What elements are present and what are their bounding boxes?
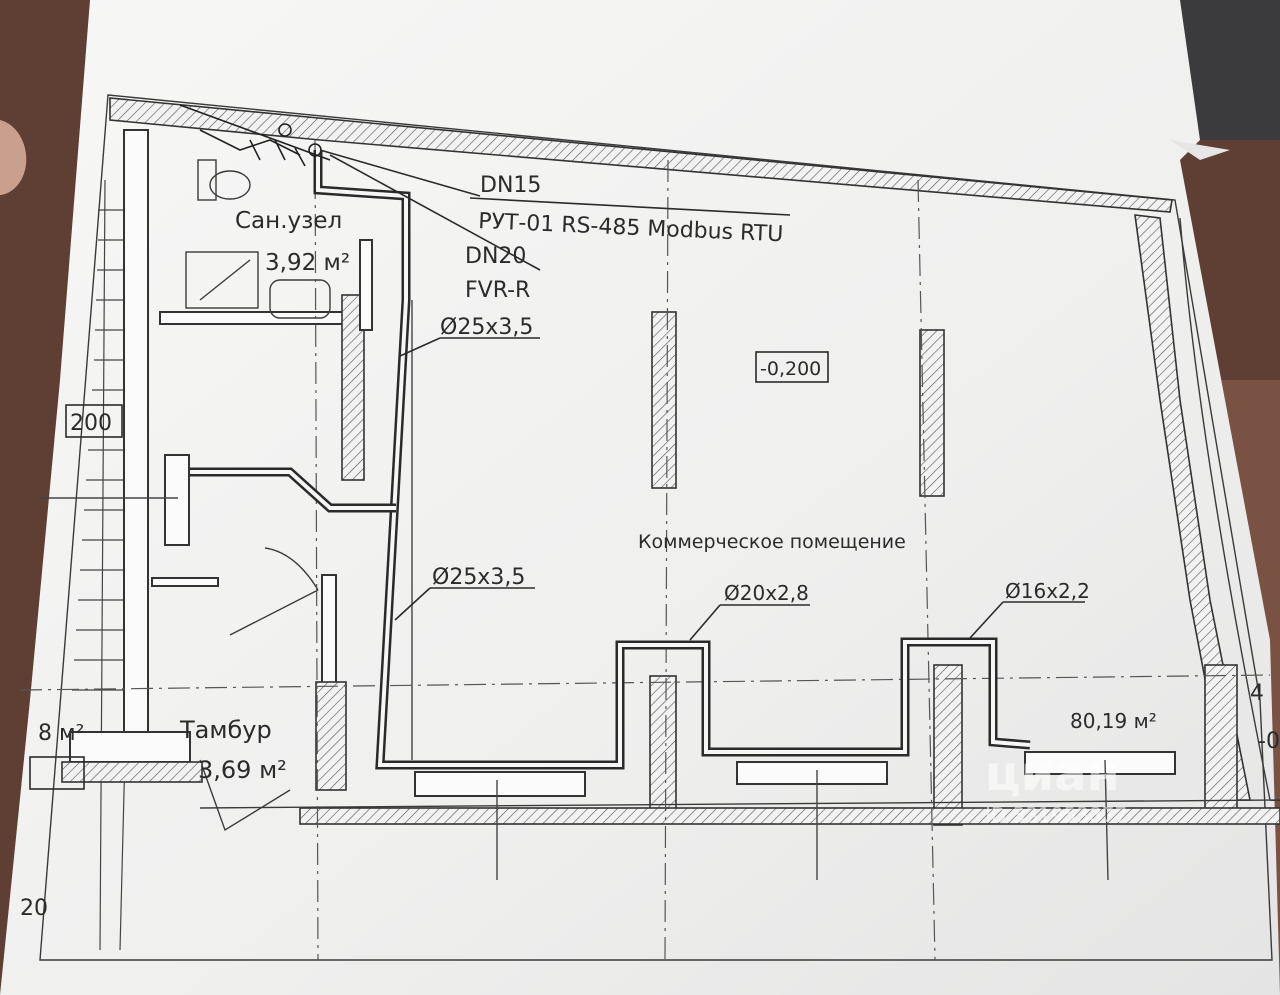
bottom-wall: [61, 751, 1280, 825]
label-level: -0,200: [760, 358, 821, 380]
label-bath-area: 3,92 м²: [265, 250, 350, 276]
label-right-0: -0: [1258, 729, 1280, 754]
toilet-tank: [197, 159, 217, 201]
label-leaders: [319, 149, 1085, 641]
column-5: [1204, 664, 1238, 816]
wall-vestibule-base: [69, 731, 191, 763]
wall-bath-right: [341, 294, 365, 481]
level-box: [755, 351, 829, 383]
label-dn15: DN15: [480, 173, 541, 198]
label-dn20: DN20: [465, 244, 526, 269]
finger: [0, 120, 27, 195]
axis-lines: [19, 139, 1271, 961]
valve-cluster: [179, 104, 331, 167]
label-bath-name: Сан.узел: [235, 208, 342, 234]
column-2: [919, 329, 945, 497]
door-stop: [151, 577, 219, 587]
top-wall: [109, 97, 1173, 213]
wall-bath-bottom: [159, 311, 361, 325]
watermark-id: ID 331953877: [985, 803, 1127, 827]
label-left-8m: 8 м²: [38, 721, 84, 746]
paper-fold: [1170, 140, 1230, 160]
label-room-name: Коммерческое помещение: [638, 531, 906, 553]
sink: [269, 279, 331, 319]
left-200b-box: [29, 756, 85, 790]
door-leaf: [229, 589, 319, 636]
label-pipe-16: Ø16x2,2: [1005, 579, 1090, 603]
right-wall-inner: [1179, 217, 1271, 801]
wall-left-vertical: [123, 129, 149, 771]
column-1: [651, 311, 677, 489]
label-left-200a: 200: [70, 411, 112, 436]
label-pipe-20: Ø20x2,8: [724, 581, 809, 605]
wall-left-column: [164, 454, 190, 546]
dimension-ticks: [40, 300, 1109, 881]
label-vestibule-name: Тамбур: [179, 716, 272, 744]
watermark-logo: циан: [985, 746, 1120, 802]
wall-bath-right-top: [359, 239, 373, 331]
label-left-20: 20: [20, 896, 48, 921]
wall-vestibule-column: [315, 681, 347, 791]
shower-diagonal: [199, 259, 251, 301]
label-right-4: 4: [1250, 681, 1264, 706]
door-swing: [264, 547, 319, 591]
left-200a-box: [65, 404, 123, 438]
shower-tray: [185, 251, 259, 309]
water-pipes: [190, 150, 1031, 770]
column-4: [933, 664, 963, 826]
label-room-area: 80,19 м²: [1070, 709, 1157, 733]
label-vestibule-area: 3,69 м²: [198, 756, 287, 784]
label-pipe-top: Ø25x3,5: [440, 315, 533, 340]
toilet: [209, 170, 251, 200]
column-3: [649, 675, 677, 822]
label-pipe-mid: Ø25x3,5: [432, 565, 525, 590]
entrance-door: [199, 759, 291, 832]
label-fvr: FVR-R: [465, 278, 530, 303]
